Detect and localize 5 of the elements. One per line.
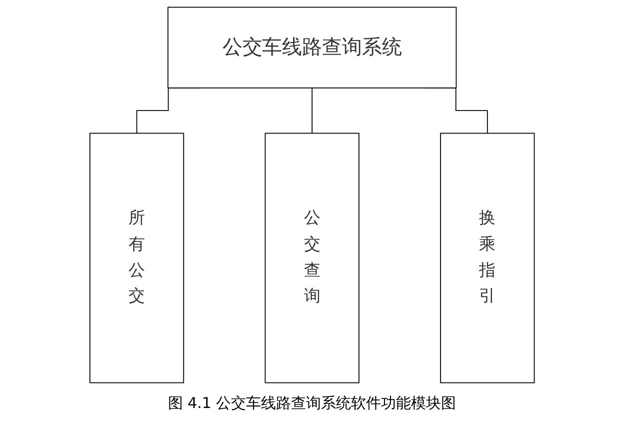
node-box: 换乘指引 xyxy=(440,132,535,384)
node-box: 所有公交 xyxy=(89,132,184,384)
figure-caption: 图 4.1 公交车线路查询系统软件功能模块图 xyxy=(168,394,456,413)
node-box: 公交查询 xyxy=(264,132,360,384)
node-box: 公交车线路查询系统 xyxy=(167,6,457,88)
